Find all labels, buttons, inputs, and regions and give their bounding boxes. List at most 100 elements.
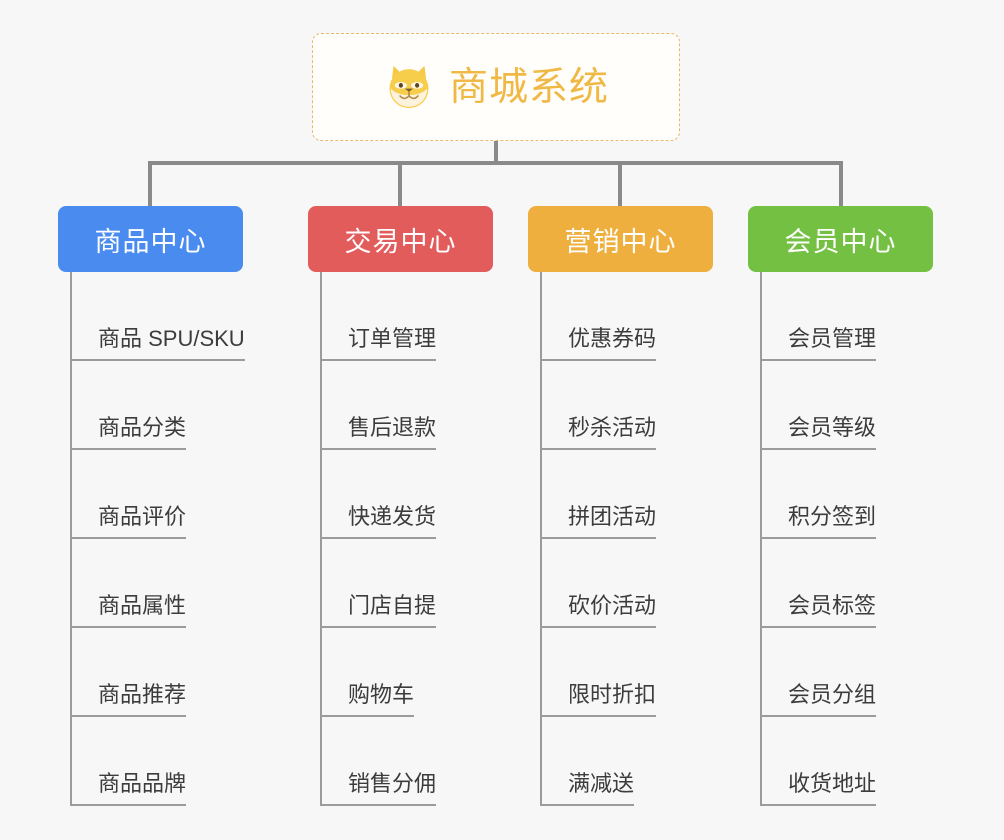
leaf-item[interactable]: 商品属性	[58, 539, 288, 628]
category-card-4[interactable]: 会员中心	[748, 206, 933, 272]
leaf-label: 会员标签	[788, 593, 877, 628]
leaf-label: 收货地址	[788, 771, 877, 806]
leaf-label: 商品品牌	[98, 771, 187, 806]
leaf-label: 售后退款	[348, 415, 437, 450]
leaf-item[interactable]: 收货地址	[748, 717, 978, 806]
leaf-trunk-1	[70, 272, 72, 806]
branch-column-3: 营销中心 优惠券码 秒杀活动 拼团活动 砍价活动 限时折扣 满减送	[528, 206, 758, 806]
leaf-underline-connector	[540, 626, 568, 628]
category-card-3[interactable]: 营销中心	[528, 206, 713, 272]
leaf-underline-connector	[320, 626, 348, 628]
leaf-underline-connector	[540, 359, 568, 361]
leaf-label: 会员管理	[788, 326, 877, 361]
leaf-item[interactable]: 满减送	[528, 717, 758, 806]
leaf-item[interactable]: 订单管理	[308, 272, 538, 361]
leaf-trunk-3	[540, 272, 542, 806]
leaf-item[interactable]: 砍价活动	[528, 539, 758, 628]
category-card-2[interactable]: 交易中心	[308, 206, 493, 272]
connector-drop-1	[148, 161, 152, 206]
leaf-label: 积分签到	[788, 504, 877, 539]
leaf-underline-connector	[760, 626, 788, 628]
leaf-item[interactable]: 购物车	[308, 628, 538, 717]
leaf-underline-connector	[320, 537, 348, 539]
leaf-item[interactable]: 快递发货	[308, 450, 538, 539]
leaf-label: 商品推荐	[98, 682, 187, 717]
leaf-item[interactable]: 商品 SPU/SKU	[58, 272, 288, 361]
leaf-underline-connector	[760, 448, 788, 450]
leaf-item[interactable]: 门店自提	[308, 539, 538, 628]
leaf-label: 会员等级	[788, 415, 877, 450]
leaf-underline-connector	[70, 359, 98, 361]
leaf-underline-connector	[320, 448, 348, 450]
leaf-item[interactable]: 优惠券码	[528, 272, 758, 361]
leaf-label: 商品 SPU/SKU	[98, 326, 245, 361]
category-title-4: 会员中心	[784, 226, 897, 257]
connector-root-stem	[494, 141, 498, 164]
leaf-list-3: 优惠券码 秒杀活动 拼团活动 砍价活动 限时折扣 满减送	[528, 272, 758, 806]
leaf-underline-connector	[760, 715, 788, 717]
leaf-label: 拼团活动	[568, 504, 657, 539]
leaf-underline-connector	[70, 626, 98, 628]
leaf-list-2: 订单管理 售后退款 快递发货 门店自提 购物车 销售分佣	[308, 272, 538, 806]
leaf-underline-connector	[760, 804, 788, 806]
category-title-3: 营销中心	[564, 226, 677, 257]
leaf-underline-connector	[760, 537, 788, 539]
leaf-label: 限时折扣	[568, 682, 657, 717]
leaf-item[interactable]: 商品评价	[58, 450, 288, 539]
leaf-label: 购物车	[348, 682, 415, 717]
leaf-underline-connector	[320, 804, 348, 806]
leaf-label: 销售分佣	[348, 771, 437, 806]
leaf-item[interactable]: 会员标签	[748, 539, 978, 628]
leaf-label: 秒杀活动	[568, 415, 657, 450]
leaf-item[interactable]: 商品推荐	[58, 628, 288, 717]
shiba-dog-face-icon	[389, 65, 429, 110]
leaf-underline-connector	[70, 715, 98, 717]
leaf-underline-connector	[70, 448, 98, 450]
leaf-underline-connector	[540, 715, 568, 717]
leaf-label: 砍价活动	[568, 593, 657, 628]
leaf-trunk-2	[320, 272, 322, 806]
leaf-item[interactable]: 销售分佣	[308, 717, 538, 806]
connector-horizontal-bus	[148, 161, 843, 165]
leaf-underline-connector	[760, 359, 788, 361]
branch-column-1: 商品中心 商品 SPU/SKU 商品分类 商品评价 商品属性 商品推荐 商品品牌	[58, 206, 288, 806]
connector-drop-4	[839, 161, 843, 206]
leaf-label: 商品评价	[98, 504, 187, 539]
connector-drop-3	[618, 161, 622, 206]
leaf-label: 商品分类	[98, 415, 187, 450]
leaf-underline-connector	[320, 715, 348, 717]
leaf-list-1: 商品 SPU/SKU 商品分类 商品评价 商品属性 商品推荐 商品品牌	[58, 272, 288, 806]
leaf-label: 会员分组	[788, 682, 877, 717]
leaf-item[interactable]: 积分签到	[748, 450, 978, 539]
leaf-list-4: 会员管理 会员等级 积分签到 会员标签 会员分组 收货地址	[748, 272, 978, 806]
root-title: 商城系统	[448, 65, 609, 109]
leaf-underline-connector	[320, 359, 348, 361]
leaf-underline-connector	[70, 804, 98, 806]
branch-column-2: 交易中心 订单管理 售后退款 快递发货 门店自提 购物车 销售分佣	[308, 206, 538, 806]
leaf-label: 优惠券码	[568, 326, 657, 361]
connector-drop-2	[398, 161, 402, 206]
leaf-item[interactable]: 商品品牌	[58, 717, 288, 806]
root-node[interactable]: 商城系统	[312, 33, 680, 141]
leaf-label: 快递发货	[348, 504, 437, 539]
leaf-item[interactable]: 售后退款	[308, 361, 538, 450]
leaf-underline-connector	[540, 448, 568, 450]
leaf-item[interactable]: 会员分组	[748, 628, 978, 717]
leaf-item[interactable]: 拼团活动	[528, 450, 758, 539]
leaf-underline-connector	[70, 537, 98, 539]
category-title-1: 商品中心	[94, 226, 207, 257]
leaf-item[interactable]: 限时折扣	[528, 628, 758, 717]
leaf-item[interactable]: 会员等级	[748, 361, 978, 450]
leaf-item[interactable]: 秒杀活动	[528, 361, 758, 450]
category-title-2: 交易中心	[344, 226, 457, 257]
leaf-label: 商品属性	[98, 593, 187, 628]
leaf-item[interactable]: 商品分类	[58, 361, 288, 450]
leaf-underline-connector	[540, 804, 568, 806]
leaf-label: 订单管理	[348, 326, 437, 361]
leaf-label: 满减送	[568, 771, 635, 806]
branch-column-4: 会员中心 会员管理 会员等级 积分签到 会员标签 会员分组 收货地址	[748, 206, 978, 806]
leaf-item[interactable]: 会员管理	[748, 272, 978, 361]
category-card-1[interactable]: 商品中心	[58, 206, 243, 272]
leaf-label: 门店自提	[348, 593, 437, 628]
